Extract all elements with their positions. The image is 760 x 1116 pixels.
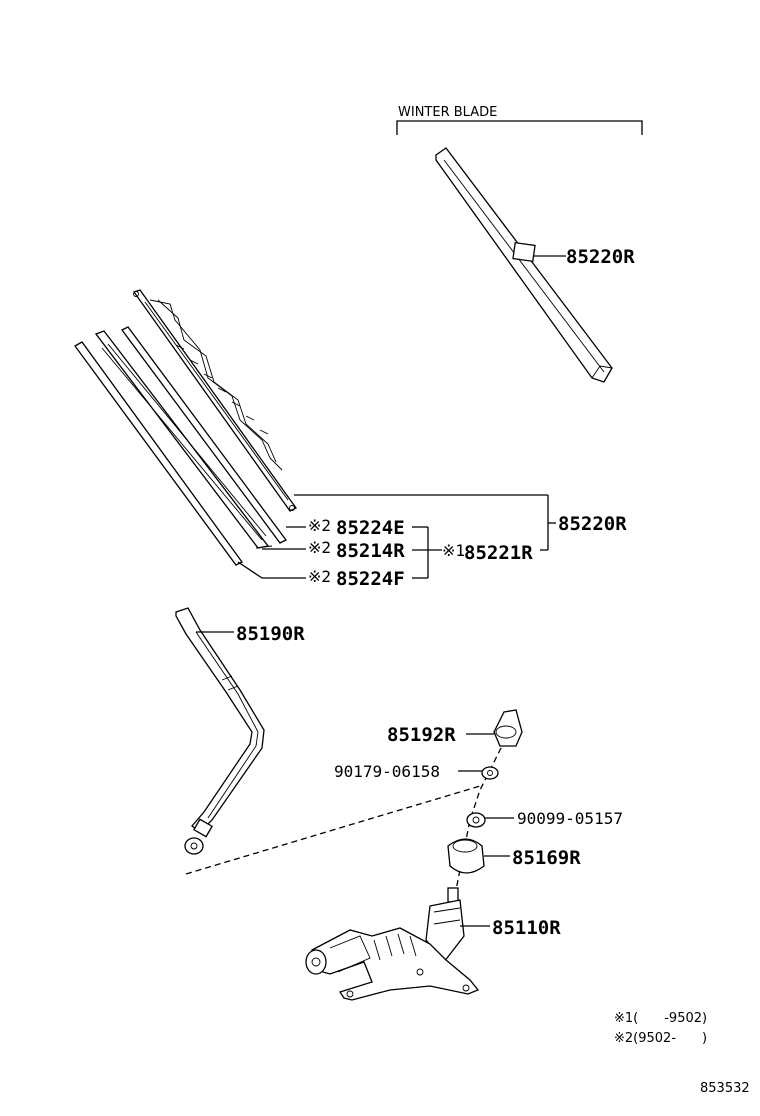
nut-part: 90179-06158 — [334, 762, 499, 781]
part-number-cap: 85192R — [387, 724, 456, 746]
note-1: ※1( -9502) — [614, 1011, 707, 1026]
part-number-rubber-sub: 85221R — [464, 542, 533, 564]
motor-part: 85110R — [305, 887, 561, 1001]
notes: ※1( -9502) ※2(9502- ) — [614, 1011, 707, 1046]
winter-blade-bracket: WINTER BLADE — [396, 105, 643, 135]
cushion-part: 85169R — [447, 838, 581, 874]
diagram-code: 853532 — [700, 1081, 750, 1096]
part-number-rubber-e: 85224E — [336, 517, 405, 539]
wiper-arm-part: 85190R — [175, 607, 305, 855]
mark-1: ※1 — [442, 541, 465, 560]
washer-part: 90099-05157 — [466, 809, 623, 828]
note-2: ※2(9502- ) — [614, 1031, 707, 1046]
winter-blade-part: 85220R — [435, 147, 635, 383]
blade-frame-part — [132, 289, 297, 512]
part-number-nut: 90179-06158 — [334, 762, 440, 781]
part-number-motor: 85110R — [492, 917, 561, 939]
rubber-strips — [74, 326, 287, 566]
mark-2-a: ※2 — [308, 516, 331, 535]
winter-blade-label: WINTER BLADE — [398, 105, 497, 120]
part-number-rubber-f: 85224F — [336, 568, 405, 590]
part-number-arm: 85190R — [236, 623, 305, 645]
pivot-dash-lines — [185, 729, 511, 901]
part-number-blade-assy: 85220R — [558, 513, 627, 535]
part-number-cushion: 85169R — [512, 847, 581, 869]
cap-part: 85192R — [387, 709, 523, 747]
mark-2-b: ※2 — [308, 538, 331, 557]
part-number-washer: 90099-05157 — [517, 809, 623, 828]
part-number-winter-blade: 85220R — [566, 246, 635, 268]
part-number-backing-plate: 85214R — [336, 540, 405, 562]
mark-2-c: ※2 — [308, 567, 331, 586]
blade-leaders: 85220R ※2 85224E ※2 85214R ※2 85224F ※1 … — [237, 494, 627, 590]
